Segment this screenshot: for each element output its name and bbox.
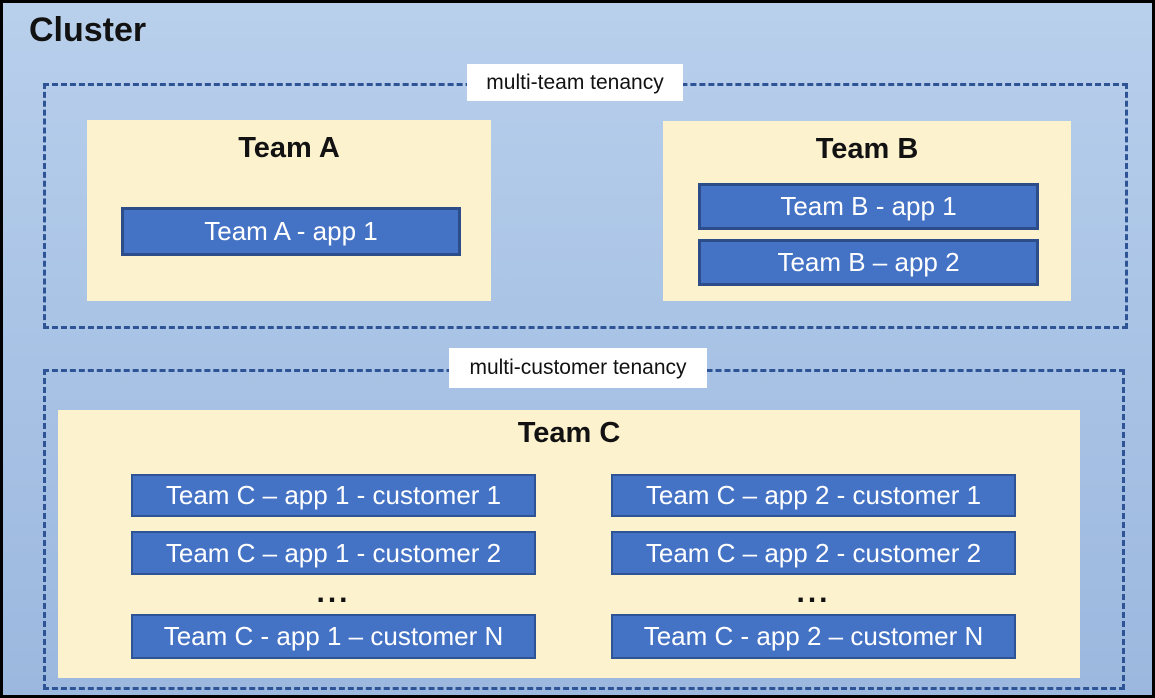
team-b-title: Team B xyxy=(815,133,919,165)
team-c-app2-customerN-box: Team C - app 2 – customer N xyxy=(611,614,1016,659)
team-c-title: Team C xyxy=(517,417,621,449)
team-c-app1-customer1-box: Team C – app 1 - customer 1 xyxy=(131,474,536,517)
cluster-title: Cluster xyxy=(29,11,147,49)
team-a-app-1-box: Team A - app 1 xyxy=(121,207,461,256)
team-c-app2-ellipsis: ... xyxy=(796,576,831,609)
team-c-app1-customerN-box: Team C - app 1 – customer N xyxy=(131,614,536,659)
multi-customer-tenancy-label: multi-customer tenancy xyxy=(449,348,707,388)
multi-team-tenancy-label: multi-team tenancy xyxy=(467,64,683,101)
team-b-app-1-box: Team B - app 1 xyxy=(698,183,1039,230)
team-a-title: Team A xyxy=(238,132,340,164)
team-c-app2-customer1-box: Team C – app 2 - customer 1 xyxy=(611,474,1016,517)
team-c-app2-customer2-box: Team C – app 2 - customer 2 xyxy=(611,531,1016,575)
team-c-app1-ellipsis: ... xyxy=(316,576,351,609)
team-b-app-2-box: Team B – app 2 xyxy=(698,239,1039,286)
team-c-app1-customer2-box: Team C – app 1 - customer 2 xyxy=(131,531,536,575)
